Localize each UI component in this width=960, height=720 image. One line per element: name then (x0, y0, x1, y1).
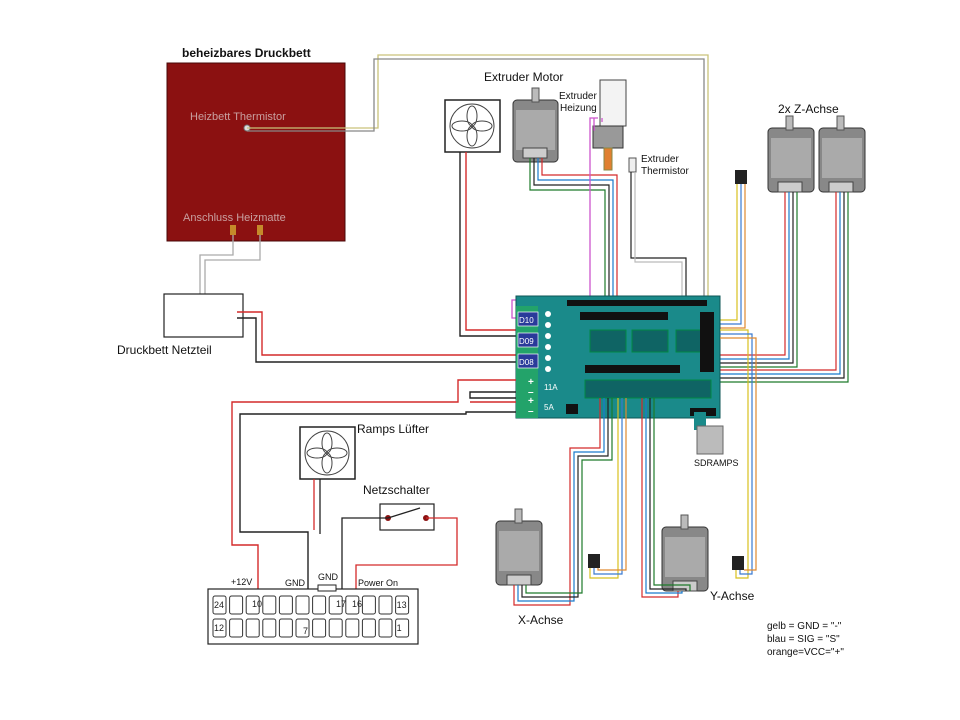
atx-bottom-pin-box (229, 618, 244, 638)
extruder-motor-wires (529, 158, 618, 305)
atx-gnd1-label: GND (285, 578, 306, 588)
atx-gnd2-label: GND (318, 572, 339, 582)
legend-gnd: gelb = GND = "-" (767, 621, 842, 632)
atx-top-pin-box (395, 595, 410, 615)
atx-pin-10: 10 (252, 599, 262, 609)
bed-psu-label: Druckbett Netzteil (117, 343, 212, 357)
extruder-heater-label-2: Heizung (560, 103, 597, 114)
extruder-motor: Extruder Motor (484, 70, 563, 163)
switch-wires (341, 517, 458, 596)
atx-bottom-pin-box (345, 618, 360, 638)
extruder-thermistor-label-1: Extruder (641, 154, 679, 165)
y-axis-motor: Y-Achse (661, 514, 755, 603)
atx-top-pin-box (328, 595, 343, 615)
bed-thermistor-wire (247, 54, 709, 318)
atx-bottom-pin-box (295, 618, 310, 638)
y-axis-label: Y-Achse (710, 589, 755, 603)
extruder-heater-label-1: Extruder (559, 91, 597, 102)
color-legend: gelb = GND = "-" blau = SIG = "S" orange… (767, 621, 844, 658)
atx-12v-label: +12V (231, 577, 252, 587)
d08-label: D08 (519, 358, 534, 367)
atx-top-pin-box (361, 595, 376, 615)
svg-text:+: + (528, 377, 534, 388)
power-switch-label: Netzschalter (363, 483, 430, 497)
atx-pin-17: 17 (336, 599, 346, 609)
atx-pin-16: 16 (352, 599, 362, 609)
atx-top-pin-box (229, 595, 244, 615)
atx-top-pin-box (262, 595, 277, 615)
atx-top-pin-box (378, 595, 393, 615)
extruder-fan-wires (459, 152, 516, 337)
power-switch: Netzschalter (363, 483, 435, 531)
atx-bottom-pin-box (361, 618, 376, 638)
atx-bottom-pin-box (395, 618, 410, 638)
atx-bottom-pin-box (378, 618, 393, 638)
svg-text:–: – (528, 387, 534, 398)
atx-bottom-pin-label: 12 (214, 623, 224, 633)
z-axis-label: 2x Z-Achse (778, 102, 839, 116)
ramps-board: D10 D09 D08 + – + – 11A 5A (515, 295, 721, 419)
heated-bed-title: beheizbares Druckbett (182, 46, 311, 60)
ramps-fan-label: Ramps Lüfter (357, 422, 429, 436)
sdramps-module: SDRAMPS (694, 412, 739, 468)
atx-bottom-pin-box (312, 618, 327, 638)
sdramps-label: SDRAMPS (694, 458, 739, 468)
heated-bed: beheizbares Druckbett Heizbett Thermisto… (166, 46, 346, 242)
z-axis-motors: 2x Z-Achse (767, 102, 866, 193)
atx-bottom-pin-box (278, 618, 293, 638)
atx-top-pin-box (345, 595, 360, 615)
legend-sig: blau = SIG = "S" (767, 634, 840, 645)
atx-pin-7: 7 (303, 626, 308, 636)
ramps-power-wires (231, 379, 516, 596)
z-motor-wires (720, 192, 849, 383)
extruder-motor-label: Extruder Motor (484, 70, 563, 84)
atx-bottom-pin-label: 1 (397, 623, 402, 633)
heatmat-connector-label: Anschluss Heizmatte (183, 212, 286, 224)
heatmat-wires (199, 235, 261, 297)
atx-bottom-pin-box (212, 618, 227, 638)
heatmat-terminal-left (230, 225, 236, 235)
extruder-thermistor-wires (630, 172, 687, 318)
atx-bottom-pin-box (262, 618, 277, 638)
atx-top-pin-box (278, 595, 293, 615)
atx-top-pin-box (295, 595, 310, 615)
svg-text:–: – (528, 406, 534, 417)
legend-vcc: orange=VCC="+" (767, 647, 844, 658)
atx-top-pin-label: 13 (397, 600, 407, 610)
atx-connector: +12V GND GND Power On 24 13 12 1 10 7 17 1… (207, 572, 419, 645)
bed-power-supply: Druckbett Netzteil (117, 293, 244, 357)
y-motor-wires (641, 398, 691, 598)
z-endstop (720, 170, 747, 329)
extruder-fan (444, 99, 501, 153)
atx-top-pin-label: 24 (214, 600, 224, 610)
heatmat-terminal-right (257, 225, 263, 235)
d10-label: D10 (519, 316, 534, 325)
extruder-heater: Extruder Heizung (559, 79, 627, 171)
atx-bottom-pin-box (245, 618, 260, 638)
atx-top-pin-box (312, 595, 327, 615)
bed-psu-wires (237, 311, 516, 363)
atx-top-pin-row: 24 13 (212, 595, 410, 615)
x-axis-motor: X-Achse (495, 508, 564, 627)
atx-bottom-pin-row: 12 1 (212, 618, 410, 638)
d09-label: D09 (519, 337, 534, 346)
y-endstop (720, 329, 757, 579)
atx-top-pin-box (245, 595, 260, 615)
atx-bottom-pin-box (328, 618, 343, 638)
amp5-label: 5A (544, 403, 554, 412)
bed-thermistor-label: Heizbett Thermistor (190, 111, 286, 123)
atx-power-on-label: Power On (358, 578, 398, 588)
svg-text:+: + (528, 396, 534, 407)
atx-top-pin-box (212, 595, 227, 615)
x-endstop (588, 398, 627, 579)
x-axis-label: X-Achse (518, 613, 564, 627)
ramps-fan-wires (313, 479, 321, 534)
ramps-fan: Ramps Lüfter (299, 422, 429, 480)
x-motor-wires (513, 398, 613, 606)
extruder-thermistor-label-2: Thermistor (641, 166, 689, 177)
extruder-thermistor: Extruder Thermistor (628, 154, 689, 177)
amp11-label: 11A (544, 383, 558, 392)
